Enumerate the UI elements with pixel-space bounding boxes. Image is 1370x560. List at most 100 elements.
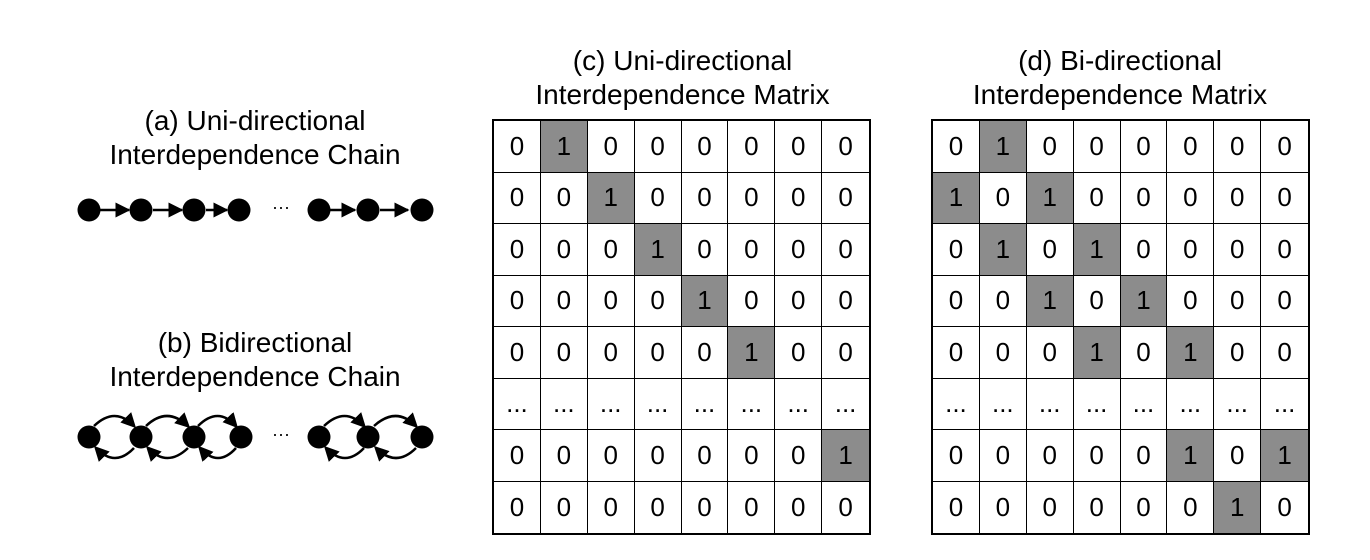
matrix-cell: 0 xyxy=(1261,327,1308,379)
matrix-cell: 1 xyxy=(1120,275,1168,327)
matrix-cell: 0 xyxy=(1026,430,1074,482)
matrix-cell: 0 xyxy=(682,481,729,533)
matrix-cell: 0 xyxy=(933,224,980,276)
matrix-cell: 0 xyxy=(634,121,682,173)
matrix-cell: ... xyxy=(587,378,635,430)
chain-ellipsis: ··· xyxy=(272,197,290,217)
matrix-cell: ... xyxy=(1167,378,1215,430)
chain-node xyxy=(307,198,331,222)
matrix-cell: 0 xyxy=(775,172,823,224)
matrix-cell: 0 xyxy=(1120,172,1168,224)
matrix-cell: 0 xyxy=(1167,121,1215,173)
matrix-cell: 0 xyxy=(587,275,635,327)
chain-edge-forward xyxy=(93,412,137,429)
matrix-cell: 0 xyxy=(1073,430,1121,482)
matrix-cell: 0 xyxy=(979,327,1027,379)
panel-d-caption: (d) Bi-directional Interdependence Matri… xyxy=(930,44,1310,112)
chain-node xyxy=(356,425,380,449)
matrix-cell: 0 xyxy=(1167,172,1215,224)
chain-node xyxy=(77,425,101,449)
matrix-cell: 1 xyxy=(681,275,729,327)
matrix-cell: 0 xyxy=(1073,172,1121,224)
matrix-cell: 1 xyxy=(1167,430,1215,482)
matrix-cell: 0 xyxy=(728,275,776,327)
matrix-cell: 0 xyxy=(822,173,869,224)
matrix-cell: 0 xyxy=(1026,224,1074,276)
matrix-cell: 0 xyxy=(728,172,776,224)
matrix-cell: 1 xyxy=(1026,275,1074,327)
panel-c-title-line2: Interdependence Matrix xyxy=(535,79,830,110)
panel-b-caption: (b) Bidirectional Interdependence Chain xyxy=(60,326,450,394)
matrix-cell: 1 xyxy=(634,224,682,276)
matrix-cell: 0 xyxy=(494,327,541,379)
matrix-cell: 1 xyxy=(728,327,776,379)
matrix-cell: 0 xyxy=(1214,121,1262,173)
chain-edge-forward xyxy=(145,412,191,429)
chain-edge-backward xyxy=(373,445,417,462)
matrix-cell: 0 xyxy=(634,172,682,224)
chain-node xyxy=(182,425,206,449)
chain-edge-backward xyxy=(93,445,135,462)
matrix-cell: 0 xyxy=(541,481,588,533)
matrix-cell: 0 xyxy=(587,121,635,173)
matrix-cell: 1 xyxy=(1073,327,1121,379)
matrix-cell: 0 xyxy=(1214,430,1262,482)
matrix-cell: 0 xyxy=(822,276,869,327)
matrix-cell: 0 xyxy=(1214,224,1262,276)
matrix-cell: 0 xyxy=(635,481,682,533)
chain-node xyxy=(356,198,380,222)
matrix-cell: 0 xyxy=(1074,481,1121,533)
matrix-cell: 1 xyxy=(1261,430,1308,482)
matrix-cell: ... xyxy=(775,378,823,430)
matrix-cell: 0 xyxy=(980,481,1027,533)
matrix-cell: 0 xyxy=(634,327,682,379)
matrix-cell: 0 xyxy=(728,430,776,482)
matrix-cell: 0 xyxy=(775,327,823,379)
matrix-cell: 0 xyxy=(681,327,729,379)
matrix-cell: 0 xyxy=(681,430,729,482)
matrix-cell: 0 xyxy=(933,275,980,327)
matrix-cell: 0 xyxy=(1214,275,1262,327)
matrix-cell: 0 xyxy=(1214,327,1262,379)
matrix-cell: 0 xyxy=(1027,481,1074,533)
matrix-cell: 0 xyxy=(1120,224,1168,276)
matrix-cell: ... xyxy=(1120,378,1168,430)
matrix-cell: 0 xyxy=(588,481,635,533)
matrix-cell: ... xyxy=(1214,378,1262,430)
matrix-cell: ... xyxy=(1261,379,1308,430)
matrix-cell: 0 xyxy=(1261,276,1308,327)
uni-directional-chain: ··· xyxy=(77,197,434,222)
matrix-cell: 0 xyxy=(1073,275,1121,327)
chain-edge-forward xyxy=(323,412,367,429)
panel-a-caption: (a) Uni-directional Interdependence Chai… xyxy=(60,104,450,172)
matrix-cell: ... xyxy=(540,378,588,430)
matrix-cell: ... xyxy=(681,378,729,430)
matrix-cell: ... xyxy=(1026,378,1074,430)
chain-edge-forward xyxy=(373,412,419,429)
matrix-cell: 1 xyxy=(822,430,869,482)
matrix-cell: 0 xyxy=(1167,224,1215,276)
matrix-cell: 0 xyxy=(728,481,776,533)
matrix-cell: 1 xyxy=(1026,172,1074,224)
chain-node xyxy=(229,425,253,449)
chain-edge-backward xyxy=(323,445,365,462)
matrix-cell: 0 xyxy=(1026,327,1074,379)
matrix-cell: 0 xyxy=(587,430,635,482)
matrix-cell: ... xyxy=(634,378,682,430)
matrix-cell: ... xyxy=(822,379,869,430)
matrix-cell: 0 xyxy=(728,121,776,173)
matrix-cell: 0 xyxy=(634,275,682,327)
matrix-cell: 0 xyxy=(494,481,541,533)
panel-d-title-line2: Interdependence Matrix xyxy=(972,79,1268,110)
matrix-cell: 0 xyxy=(728,224,776,276)
matrix-cell: 0 xyxy=(540,275,588,327)
matrix-cell: 0 xyxy=(540,224,588,276)
matrix-cell: 0 xyxy=(1167,481,1215,533)
matrix-cell: 0 xyxy=(933,430,980,482)
matrix-cell: 1 xyxy=(1073,224,1121,276)
matrix-cell: 0 xyxy=(1120,430,1168,482)
chain-node xyxy=(182,198,206,222)
chain-edge-backward xyxy=(145,445,189,462)
chain-node xyxy=(129,425,153,449)
